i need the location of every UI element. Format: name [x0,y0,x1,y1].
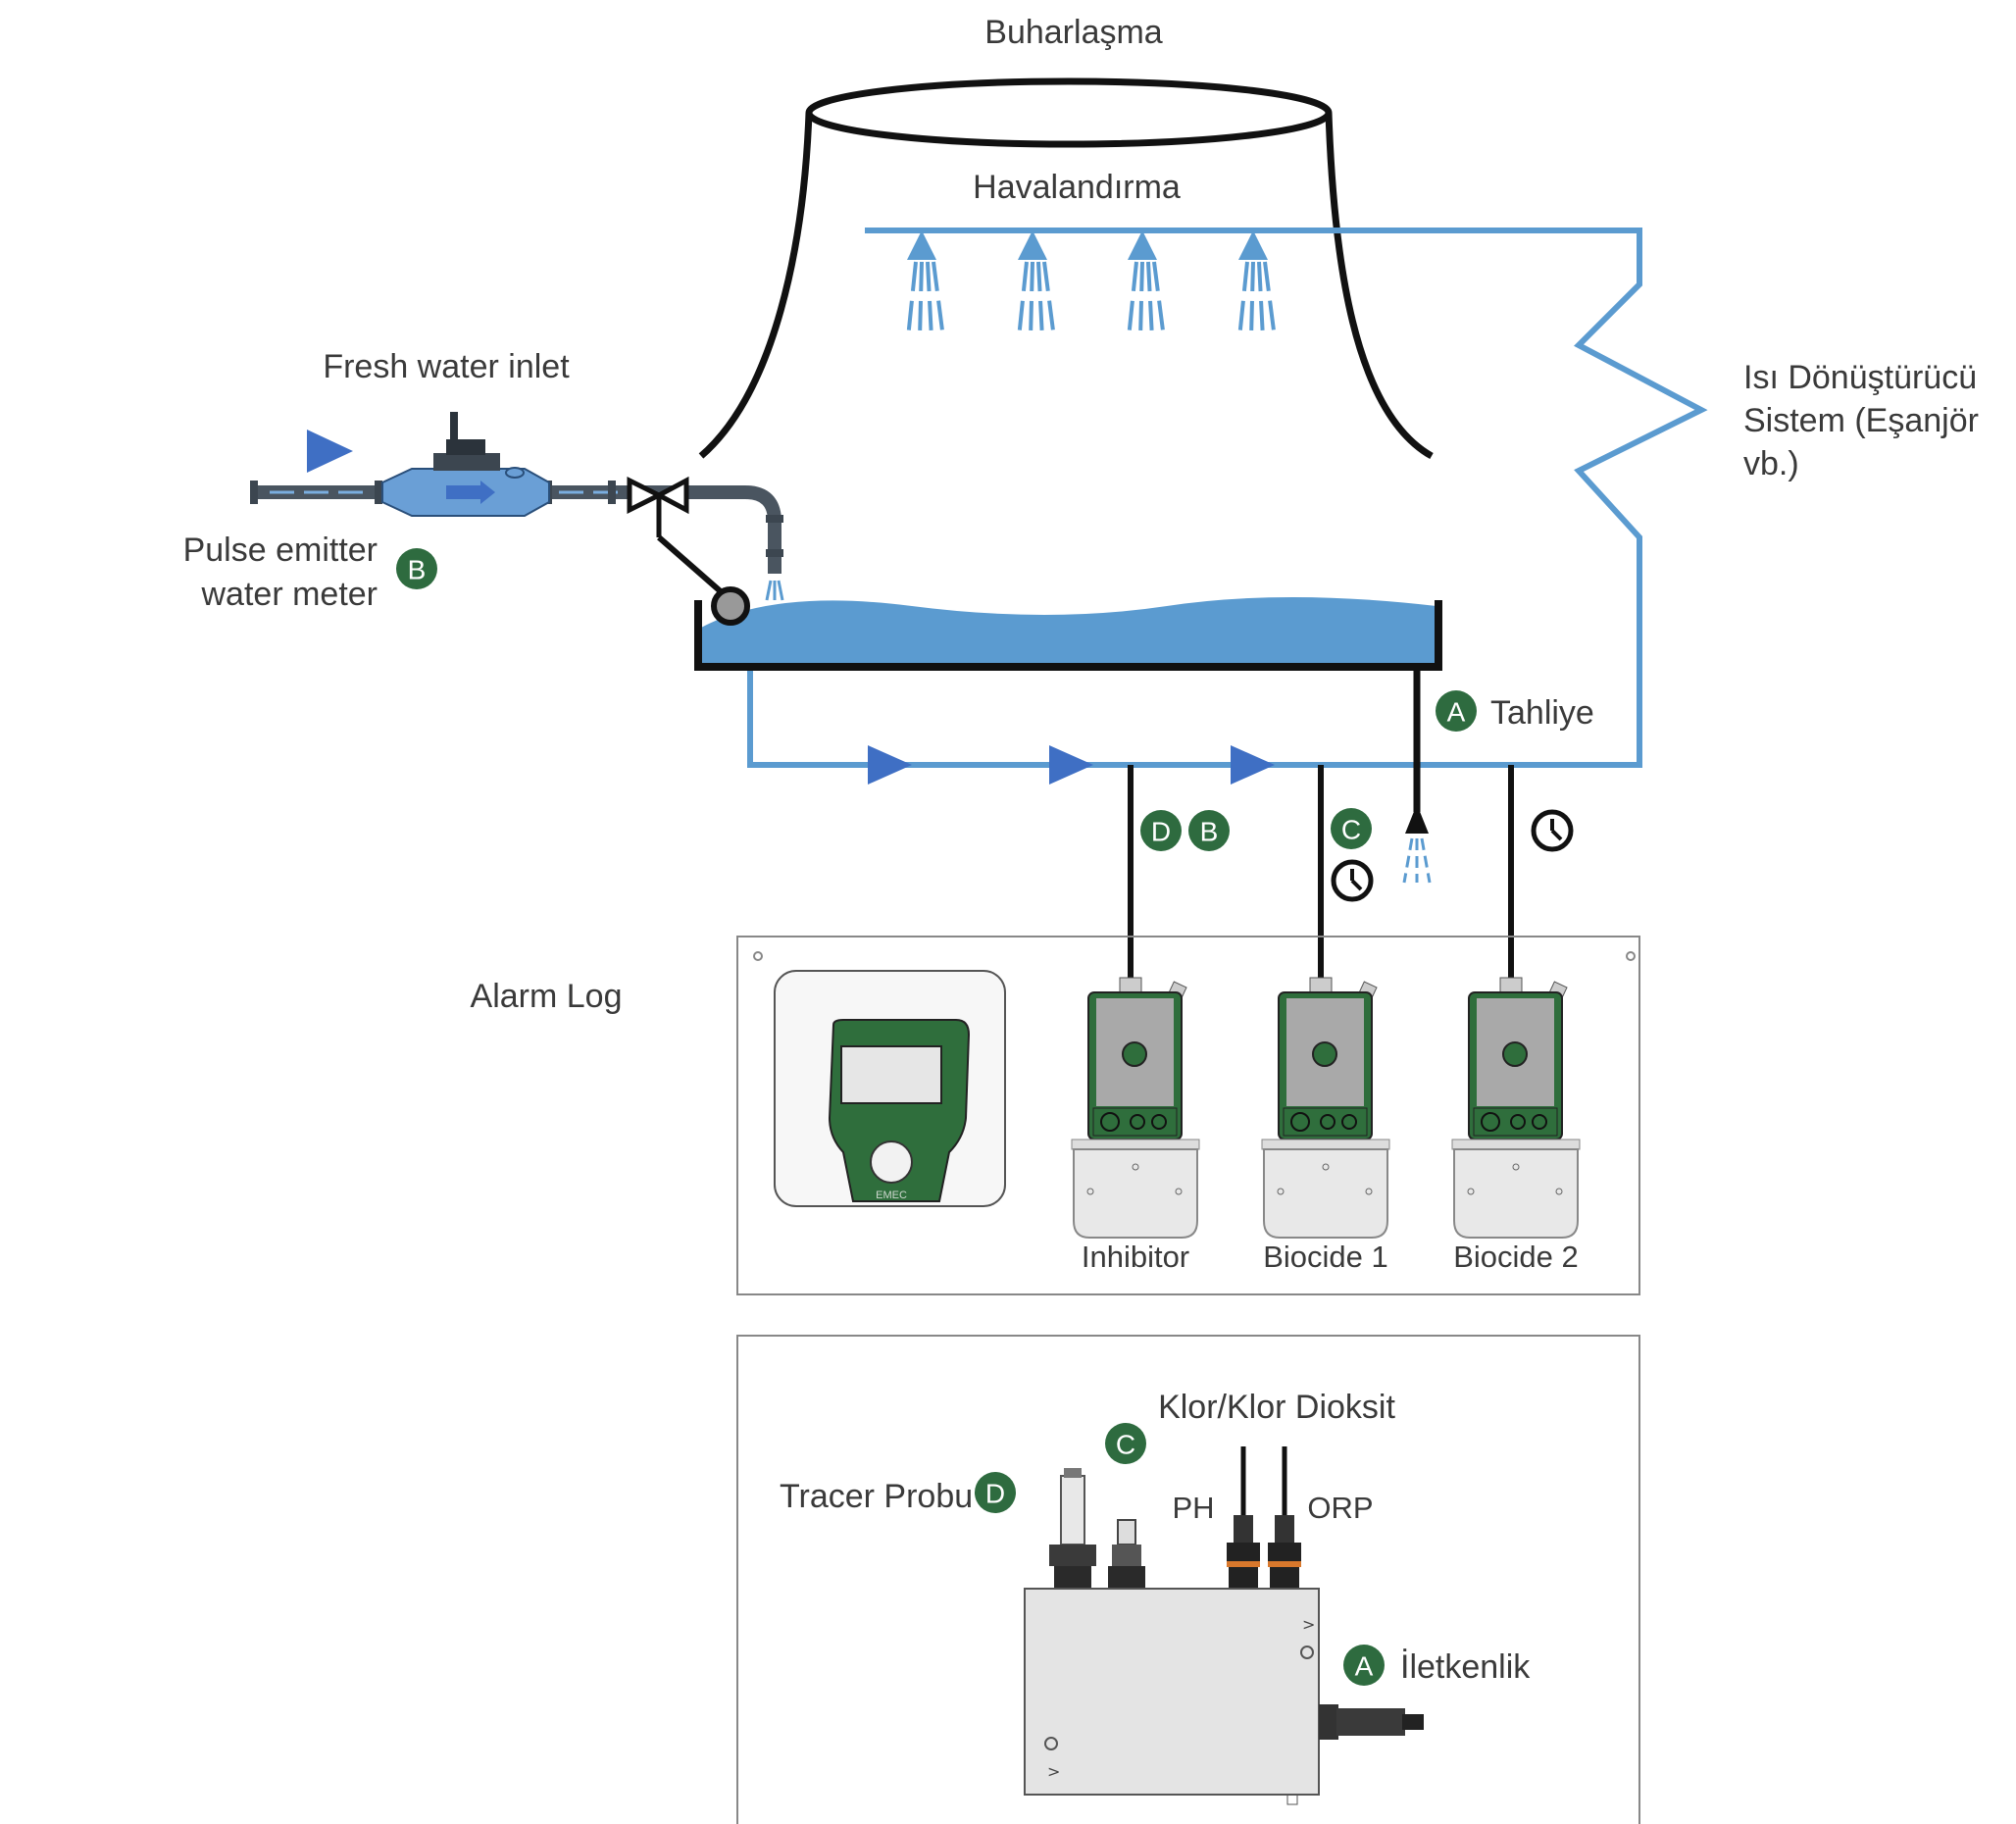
inlet-spray-icon [765,580,784,601]
inhibitor-label: Inhibitor [1082,1240,1189,1274]
svg-text:D: D [1151,817,1171,847]
dosing-lines [1128,765,1514,981]
orp-label: ORP [1307,1491,1373,1525]
basin-walls [694,600,1442,671]
clock-icon [1331,859,1374,902]
svg-text:D: D [985,1479,1005,1509]
heat-exchanger-label-line3: vb.) [1743,445,1799,482]
tracer-probe-label: Tracer Probu [780,1478,973,1515]
equipment-panel [736,936,1640,1824]
spray-nozzle-icon [1237,230,1277,339]
manifold-body [1024,1588,1320,1796]
ventilation-label: Havalandırma [973,169,1181,206]
svg-text:C: C [1116,1430,1135,1460]
chlorine-sensor [1117,1519,1136,1545]
inlet-pipeline [250,412,784,626]
flow-arrow-icon [1049,745,1093,785]
tower-left-wall [698,112,813,459]
pulse-meter-label-line1: Pulse emitter [183,532,378,569]
tower-top-rim [805,77,1333,148]
spray-nozzle-icon [1017,230,1056,339]
badge-a-drain: A [1436,690,1477,732]
badge-c-chlorine: C [1105,1423,1146,1464]
upper-panel [736,936,1640,1295]
basin-water [701,597,1436,667]
badge-c-biocide1: C [1331,808,1372,849]
tower-right-wall [1325,112,1434,460]
svg-text:>: > [1047,1762,1060,1781]
spray-nozzle-icon [1127,230,1166,339]
orp-sensor [1275,1515,1294,1545]
badge-b-inhibitor: B [1188,810,1230,851]
flow-arrow-icon [868,745,912,785]
biocide2-label: Biocide 2 [1453,1240,1579,1274]
conductivity-probe [1319,1704,1338,1740]
water-loop-pipe [747,228,1708,768]
svg-text:C: C [1341,815,1361,845]
svg-text:A: A [1355,1651,1374,1682]
inlet-direction-arrow-icon [307,430,353,473]
chlorine-label: Klor/Klor Dioksit [1158,1389,1395,1426]
clock-icon [1531,809,1574,852]
basin [694,597,1442,671]
controller-brand: EMEC [876,1190,907,1201]
tracer-probe [1060,1475,1085,1545]
drain-label: Tahliye [1490,694,1594,732]
heat-exchanger-label-line2: Sistem (Eşanjör [1743,402,1979,439]
badge-d-tracer: D [975,1472,1016,1513]
conductivity-label: İletkenlik [1400,1648,1531,1686]
controller-display [840,1045,942,1104]
pulse-meter-label-line2: water meter [201,576,378,613]
float-valve [627,476,750,626]
svg-text:>: > [1302,1615,1315,1634]
flow-arrows [868,745,1275,785]
heat-exchanger-label-line1: Isı Dönüştürücü [1743,359,1977,396]
sensor-manifold: > > [1024,1446,1424,1805]
biocide1-label: Biocide 1 [1263,1240,1388,1274]
recirculation-pipe [747,228,1708,768]
alarm-log-label: Alarm Log [471,978,623,1015]
fresh-water-inlet-label: Fresh water inlet [323,348,570,385]
inlet-elbow-pipe [691,485,781,574]
drain-spray-icon [1402,837,1432,884]
pump-biocide1 [1261,977,1390,1239]
cooling-tower [698,77,1434,460]
ph-sensor [1234,1515,1253,1545]
pulse-water-meter [381,412,550,517]
pump-inhibitor [1071,977,1200,1239]
lower-panel [736,1335,1640,1824]
pump-biocide2 [1451,977,1581,1239]
svg-text:A: A [1447,697,1466,728]
flow-arrow-icon [1231,745,1275,785]
drain-line [1402,667,1432,884]
badge-a-conductivity: A [1343,1645,1385,1686]
ph-label: PH [1172,1491,1214,1525]
tower-spray-nozzles [906,230,1277,339]
controller-knob-icon [870,1140,913,1184]
spray-nozzle-icon [906,230,945,339]
svg-text:B: B [408,555,427,585]
controller-unit: EMEC [774,970,1006,1207]
badge-d-inhibitor: D [1140,810,1182,851]
evaporation-label: Buharlaşma [984,14,1163,51]
badge-b-meter: B [396,548,437,589]
float-ball-icon [711,586,750,626]
svg-text:B: B [1200,817,1219,847]
